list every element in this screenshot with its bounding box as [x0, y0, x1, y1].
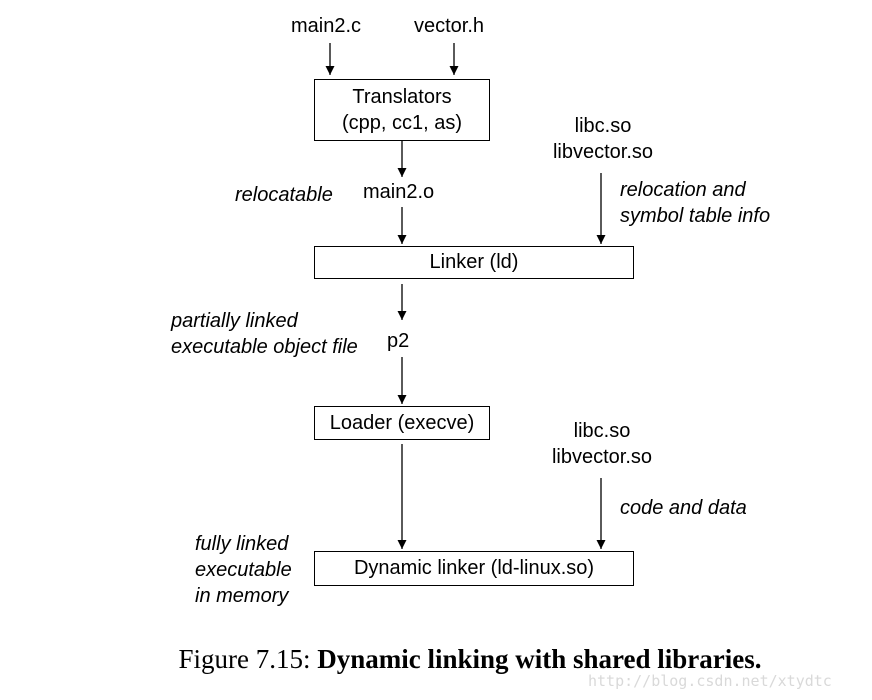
object-file-main2o: main2.o	[363, 181, 435, 203]
code-and-data-label: code and data	[620, 497, 747, 519]
fully-linked-line3: in memory	[195, 585, 289, 607]
partially-linked-line2: executable object file	[171, 336, 358, 358]
lib-libvector-bottom: libvector.so	[551, 446, 653, 468]
figure-caption: Figure 7.15: Dynamic linking with shared…	[0, 644, 872, 675]
watermark: http://blog.csdn.net/xtydtc	[588, 672, 832, 690]
input-main2c: main2.c	[291, 15, 362, 37]
figure-number: Figure 7.15:	[178, 644, 311, 674]
loader-box: Loader (execve)	[314, 406, 490, 440]
shared-libs-bottom: libc.so libvector.so	[539, 418, 665, 470]
dynamic-linker-box: Dynamic linker (ld-linux.so)	[314, 551, 634, 586]
figure-title: Dynamic linking with shared libraries.	[317, 644, 762, 674]
translators-title: Translators	[352, 86, 452, 108]
partially-linked-line1: partially linked	[171, 310, 298, 332]
relocation-info-line1: relocation and	[620, 179, 746, 201]
fully-linked-label: fully linked executable in memory	[195, 531, 292, 609]
shared-libs-top: libc.so libvector.so	[540, 113, 666, 165]
lib-libvector-top: libvector.so	[552, 141, 654, 163]
translators-box: Translators (cpp, cc1, as)	[314, 79, 490, 141]
relocatable-label: relocatable	[235, 184, 333, 206]
relocation-info-line2: symbol table info	[620, 205, 771, 227]
partially-linked-label: partially linked executable object file	[171, 308, 358, 360]
lib-libc-top: libc.so	[574, 115, 632, 137]
lib-libc-bottom: libc.so	[573, 420, 631, 442]
executable-p2: p2	[387, 330, 410, 352]
translators-tools: (cpp, cc1, as)	[341, 112, 463, 134]
fully-linked-line1: fully linked	[195, 533, 289, 555]
linker-box: Linker (ld)	[314, 246, 634, 279]
input-vectorh: vector.h	[414, 15, 485, 37]
relocation-info-label: relocation and symbol table info	[620, 177, 770, 229]
fully-linked-line2: executable	[195, 559, 292, 581]
